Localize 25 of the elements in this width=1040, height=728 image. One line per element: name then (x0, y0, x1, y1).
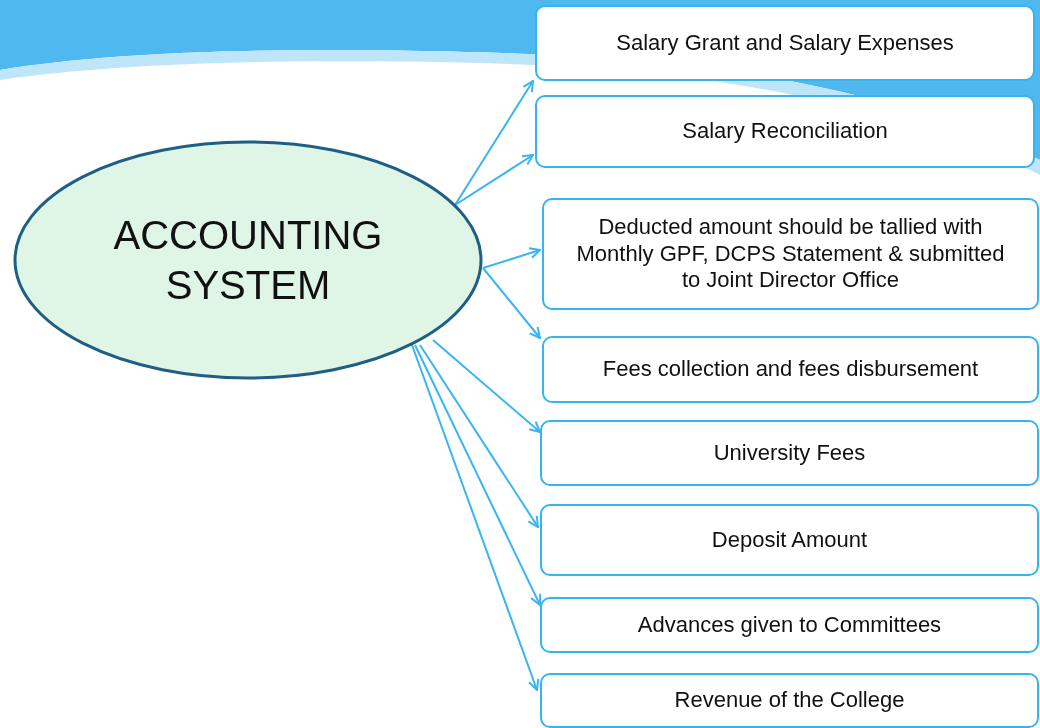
box-text: Deducted amount should be tallied with Monthly GPF, DCPS Statement & submitted to Joint Director Office (575, 214, 1006, 294)
process-box (535, 5, 1035, 81)
process-box (540, 673, 1039, 728)
box-text: Revenue of the College (673, 687, 906, 714)
arrow (411, 344, 540, 691)
process-box (540, 420, 1039, 486)
process-box (535, 95, 1035, 168)
arrow (454, 80, 534, 206)
arrow (414, 344, 542, 606)
box-text: Fees collection and fees disbursement (601, 356, 980, 383)
process-box (542, 198, 1039, 310)
process-box (540, 504, 1039, 576)
box-text: Salary Grant and Salary Expenses (615, 29, 955, 57)
node-label: ACCOUNTING SYSTEM (112, 212, 384, 309)
arrow (482, 267, 541, 339)
arrow (419, 344, 539, 528)
arrow (432, 339, 541, 433)
box-text: University Fees (712, 439, 867, 467)
box-text: Deposit Amount (710, 526, 869, 554)
box-text: Advances given to Committees (636, 611, 943, 639)
process-box (542, 336, 1039, 403)
arrow (454, 154, 534, 206)
process-box (540, 597, 1039, 653)
box-text: Salary Reconciliation (681, 118, 889, 145)
arrow (482, 247, 541, 269)
